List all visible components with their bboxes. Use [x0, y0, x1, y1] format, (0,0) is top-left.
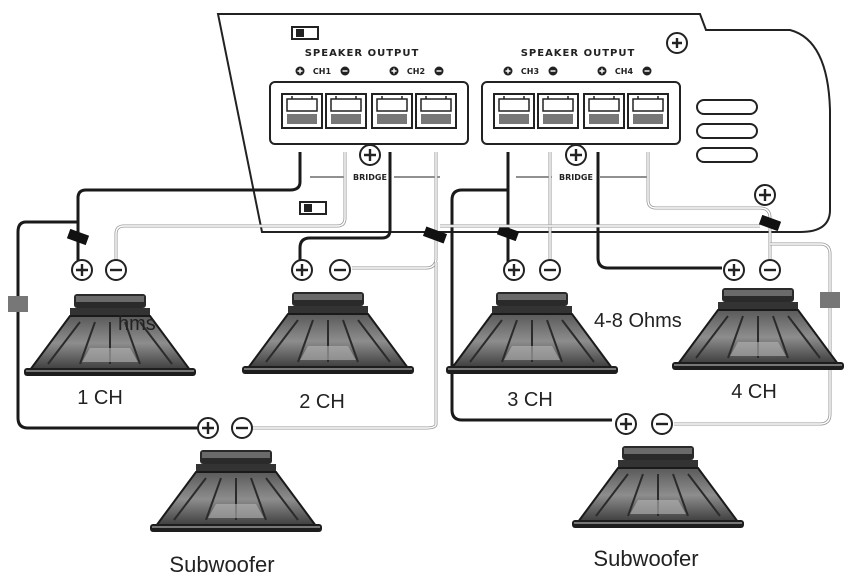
inline-marker-left — [8, 296, 28, 312]
minus-terminal-icon — [230, 416, 254, 440]
plus-terminal-icon — [70, 258, 94, 282]
bridge-label-2: BRIDGE — [559, 173, 593, 182]
terminal-ch2-pos — [371, 93, 413, 129]
speaker-cone-icon — [241, 291, 415, 375]
plus-terminal-icon — [614, 412, 638, 436]
bridge-plus-icon-2 — [564, 143, 588, 167]
label-ch2: 2 CH — [299, 391, 345, 413]
wire-ch4-positive — [596, 152, 722, 270]
minus-terminal-icon — [538, 258, 562, 282]
ch4-polarity — [597, 66, 652, 76]
terminal-ch2-neg — [415, 93, 457, 129]
terminal-ch3-neg — [537, 93, 579, 129]
bridge-plus-icon-1 — [358, 143, 382, 167]
fuse-icon-top — [291, 26, 319, 40]
speaker-sub-right: Subwoofer — [571, 412, 745, 571]
terminal-ch4-pos — [583, 93, 625, 129]
label-ch4: 4 CH — [731, 381, 777, 403]
speaker-cone-icon — [149, 449, 323, 533]
terminal-ch4-neg — [627, 93, 669, 129]
speaker-cone-icon — [671, 287, 845, 371]
plus-terminal-icon — [290, 258, 314, 282]
label-sub-left: Subwoofer — [169, 552, 274, 577]
inline-marker-right — [820, 292, 840, 308]
terminal-ch3-pos — [493, 93, 535, 129]
plus-terminal-icon — [502, 258, 526, 282]
label-ch3: 3 CH — [507, 389, 553, 411]
speaker-ch3: 3 CH — [445, 258, 619, 411]
ch3-tag: CH3 — [521, 67, 539, 76]
ch4-tag: CH4 — [615, 67, 634, 76]
speaker-cone-icon — [571, 445, 745, 529]
minus-terminal-icon — [758, 258, 782, 282]
ch1-tag: CH1 — [313, 67, 332, 76]
speaker-sub-left: Subwoofer — [149, 416, 323, 577]
ground-plus-icon — [666, 32, 688, 54]
wire-ch1-negative — [114, 152, 347, 262]
minus-terminal-icon — [650, 412, 674, 436]
wire-ch4-negative — [646, 152, 832, 426]
overlay-text-ch1: hms — [118, 313, 156, 335]
vent-slot-icon — [696, 99, 758, 163]
impedance-note: 4-8 Ohms — [594, 310, 682, 332]
wire-ch2-negative — [252, 152, 448, 430]
speaker-ch2: 2 CH — [241, 258, 415, 413]
output-title-2: SPEAKER OUTPUT — [521, 48, 636, 59]
label-ch1: 1 CH — [77, 387, 123, 409]
wire-ch1-positive — [16, 152, 302, 430]
plus-terminal-icon — [722, 258, 746, 282]
terminal-ch1-neg — [325, 93, 367, 129]
speaker-ch4: 4 CH — [671, 258, 845, 403]
wire-ch3-positive — [450, 152, 612, 422]
plus-terminal-icon — [196, 416, 220, 440]
label-sub-right: Subwoofer — [593, 546, 698, 571]
ch1-polarity — [295, 66, 350, 76]
minus-terminal-icon — [104, 258, 128, 282]
terminal-ch1-pos — [281, 93, 323, 129]
output-title-1: SPEAKER OUTPUT — [305, 48, 420, 59]
chassis-ground-icon — [753, 183, 777, 207]
fuse-icon-bottom — [299, 201, 327, 215]
speaker-cone-icon — [445, 291, 619, 375]
speaker-ch1: hms 1 CH — [23, 258, 197, 409]
bridge-label-1: BRIDGE — [353, 173, 387, 182]
ch3-polarity — [503, 66, 558, 76]
ch2-tag: CH2 — [407, 67, 425, 76]
speaker-cone-icon — [23, 293, 197, 377]
wire-ch2-positive — [298, 152, 392, 262]
minus-terminal-icon — [328, 258, 352, 282]
ch2-polarity — [389, 66, 444, 76]
